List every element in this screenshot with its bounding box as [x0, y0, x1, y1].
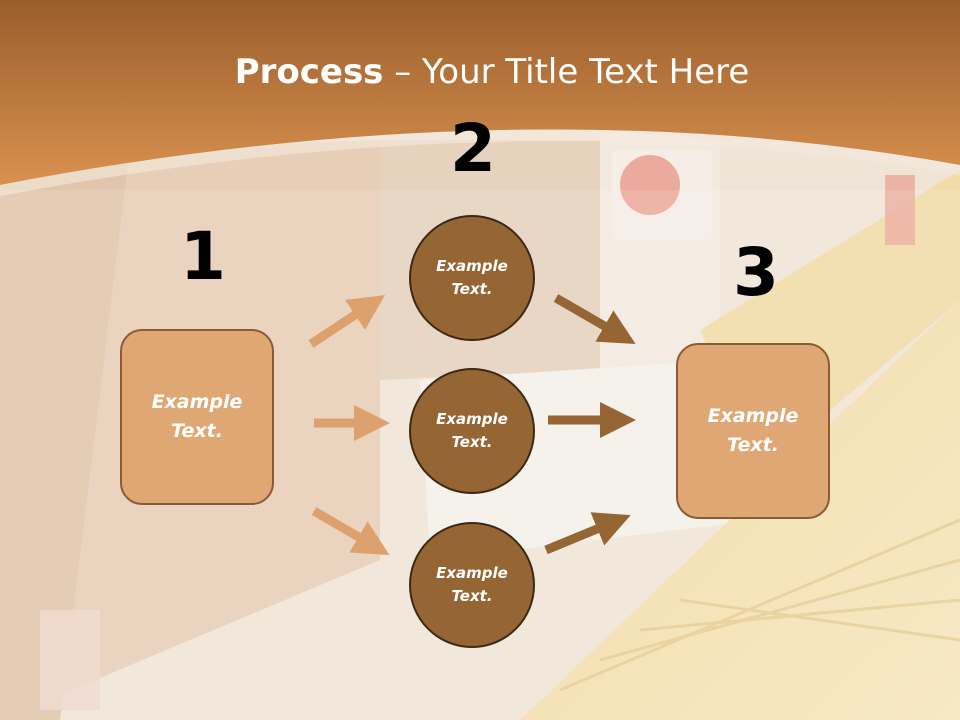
step-number-2: 2: [450, 110, 496, 187]
circle-middle-line2: Text.: [451, 433, 493, 451]
circle-top-line1: Example: [436, 257, 508, 275]
step-2-circle-top[interactable]: Example Text.: [409, 215, 535, 341]
circle-bottom-line2: Text.: [451, 587, 493, 605]
arrow-up-right-light: [308, 295, 386, 348]
title-rest: – Your Title Text Here: [383, 52, 750, 92]
step-number-3: 3: [733, 234, 779, 311]
circle-bottom-line1: Example: [436, 564, 508, 582]
step-3-line2: Text.: [727, 434, 779, 456]
step-1-box[interactable]: Example Text.: [120, 329, 274, 505]
step-2-circle-middle[interactable]: Example Text.: [409, 368, 535, 494]
arrow-down-right-dark: [553, 294, 636, 345]
arrow-down-right-light: [311, 507, 390, 556]
step-number-1: 1: [180, 218, 226, 295]
circle-middle-line1: Example: [436, 410, 508, 428]
step-1-line2: Text.: [171, 420, 223, 442]
arrow-up-right-dark: [544, 512, 631, 555]
step-3-box[interactable]: Example Text.: [676, 343, 830, 519]
title-bold: Process: [234, 52, 384, 92]
circle-top-line2: Text.: [451, 280, 493, 298]
step-2-circle-bottom[interactable]: Example Text.: [409, 522, 535, 648]
step-3-line1: Example: [707, 405, 799, 427]
slide-title: Process – Your Title Text Here: [0, 52, 960, 92]
step-1-line1: Example: [151, 391, 243, 413]
